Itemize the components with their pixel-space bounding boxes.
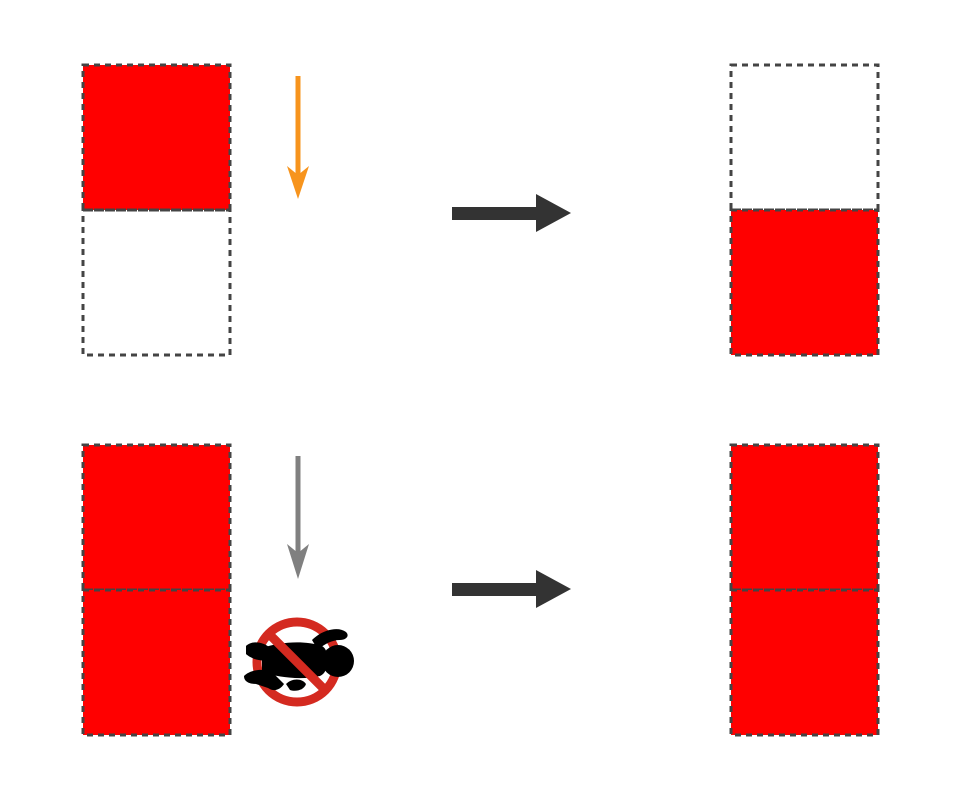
row-2-before-cell-top [81,443,232,592]
row-2-after-column [729,443,880,737]
row-1-before-cell-bottom [81,208,232,357]
row-2-transition-arrow [452,570,571,608]
row-1-after-cell-bottom [729,208,880,357]
row-1-transition-arrow [452,194,571,232]
row-1-gravity-arrow [287,76,309,199]
row-2-before-cell-bottom [81,588,232,737]
row-1-before-cell-top [81,63,232,212]
row-2-gravity-arrow [287,456,309,579]
row-1-before-column [81,63,232,357]
row-2-after-cell-top [729,443,880,592]
row-2-before-column [81,443,232,737]
row-1-after-cell-top [729,63,880,212]
row-2-after-cell-bottom [729,588,880,737]
no-falling-person-icon [244,617,354,707]
row-1-after-column [729,63,880,357]
